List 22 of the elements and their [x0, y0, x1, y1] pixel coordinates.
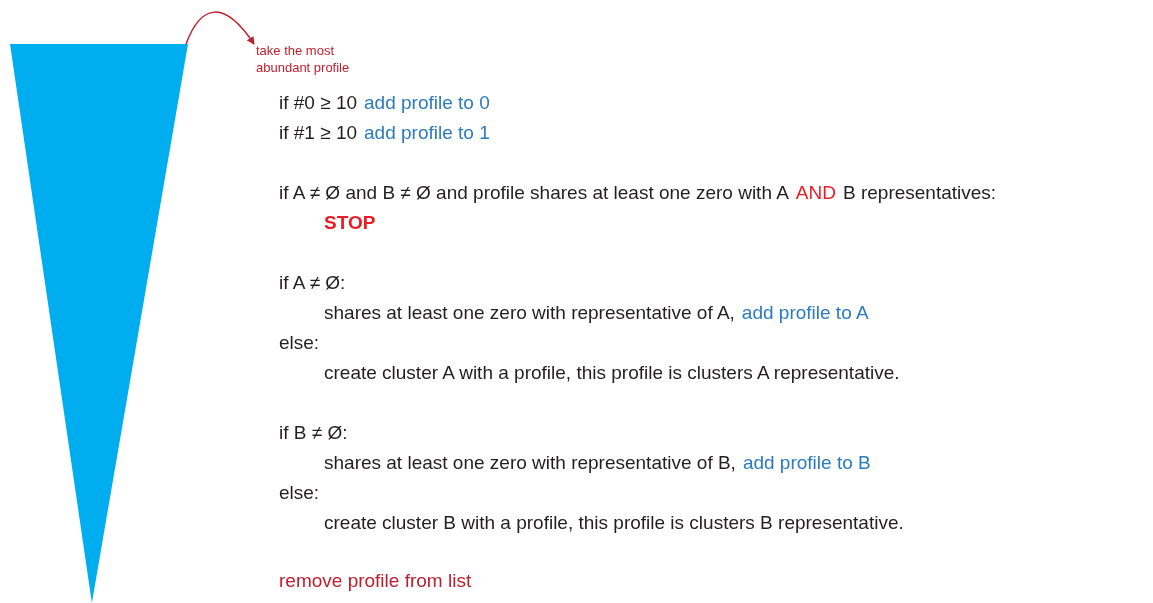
- code-line: B representatives:: [843, 181, 997, 205]
- code-line: else:: [279, 331, 320, 355]
- code-line: if #0 ≥ 10: [279, 91, 358, 115]
- code-line: STOP: [324, 211, 376, 235]
- code-line: add profile to 0: [364, 91, 490, 115]
- code-line: create cluster A with a profile, this profile is clusters A representative.: [324, 361, 900, 385]
- code-line: remove profile from list: [279, 569, 472, 593]
- code-line: if A ≠ Ø and B ≠ Ø and profile shares at least one zero with A: [279, 181, 789, 205]
- code-line: create cluster B with a profile, this profile is clusters B representative.: [324, 511, 904, 535]
- code-line: add profile to 1: [364, 121, 490, 145]
- code-line: shares at least one zero with representative of B,: [324, 451, 736, 475]
- code-line: if A ≠ Ø:: [279, 271, 346, 295]
- code-line: if B ≠ Ø:: [279, 421, 348, 445]
- code-line: add profile to A: [741, 301, 869, 325]
- code-line: add profile to B: [742, 451, 871, 475]
- code-line: if #1 ≥ 10: [279, 121, 358, 145]
- curved-arrow: [185, 11, 255, 45]
- code-line: else:: [279, 481, 320, 505]
- note-text: take the most abundant profile: [256, 42, 386, 76]
- code-line: AND: [795, 181, 836, 205]
- triangle-shape: [10, 44, 188, 603]
- code-line: shares at least one zero with representative of A,: [324, 301, 735, 325]
